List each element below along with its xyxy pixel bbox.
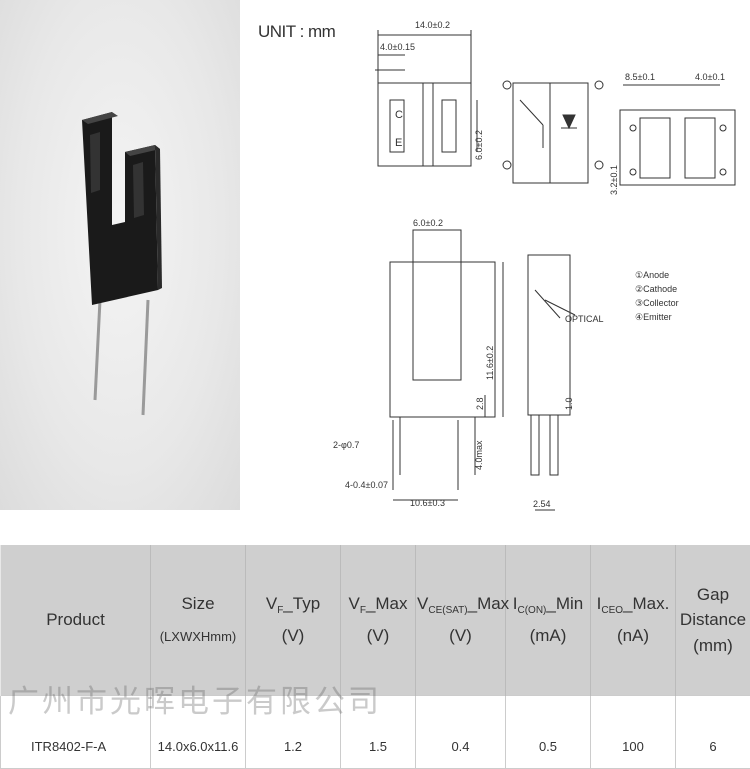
table-row: ITR8402-F-A 14.0x6.0x11.6 1.2 1.5 0.4 0.…	[1, 696, 750, 769]
spec-table: Product Size (LXWXHmm) VF_Typ (V) VF_Max…	[0, 545, 750, 769]
pin-legend-emitter: ④Emitter	[635, 312, 672, 322]
dim-height: 11.6±0.2	[485, 346, 495, 380]
cell-ic-on-min: 0.5	[506, 696, 591, 769]
pin-legend-anode: ①Anode	[635, 270, 669, 280]
cell-size: 14.0x6.0x11.6	[151, 696, 246, 769]
col-gap-distance: Gap Distance (mm)	[676, 545, 750, 696]
dim-pin-pitch-x: 8.5±0.1	[625, 72, 655, 82]
col-vf-typ: VF_Typ (V)	[246, 545, 341, 696]
product-photo	[0, 0, 240, 510]
pin-legend-cathode: ②Cathode	[635, 284, 677, 294]
dim-side-lead: 1.0	[564, 397, 574, 410]
dim-lead-std: 4.0max	[474, 440, 484, 470]
cell-product: ITR8402-F-A	[1, 696, 151, 769]
dim-lead-length: 2.8	[475, 397, 485, 410]
cell-vf-typ: 1.2	[246, 696, 341, 769]
cell-iceo-max: 100	[591, 696, 676, 769]
col-product: Product	[1, 545, 151, 696]
cell-vce-sat-max: 0.4	[416, 696, 506, 769]
pin-legend-collector: ③Collector	[635, 298, 679, 308]
dim-side-height: 3.2±0.1	[609, 165, 619, 195]
optical-label: OPTICAL	[565, 314, 604, 324]
table-header-row: Product Size (LXWXHmm) VF_Typ (V) VF_Max…	[1, 545, 750, 696]
col-ic-on-min: IC(ON)_Min (mA)	[506, 545, 591, 696]
dim-pin-b: 4-0.4±0.07	[345, 480, 388, 490]
dim-gap: 6.0±0.2	[413, 218, 443, 228]
cell-gap-distance: 6	[676, 696, 750, 769]
dimension-drawing: 14.0±0.2 4.0±0.15 C E 6.0±0.2 8.5±0.1 4.…	[245, 0, 750, 540]
dim-pin-a: 2-φ0.7	[333, 440, 359, 450]
col-vce-sat-max: VCE(SAT)_Max (V)	[416, 545, 506, 696]
cell-vf-max: 1.5	[341, 696, 416, 769]
dim-pitch-254: 2.54	[533, 499, 551, 509]
dim-slot-offset: 4.0±0.15	[380, 42, 415, 52]
dim-width: 14.0±0.2	[415, 20, 450, 30]
slot-sensor-image	[0, 0, 240, 510]
dim-depth: 6.0±0.2	[474, 130, 484, 160]
housing-mark-c: C	[395, 109, 403, 121]
col-vf-max: VF_Max (V)	[341, 545, 416, 696]
dim-lead-pitch: 10.6±0.3	[410, 498, 445, 508]
col-size: Size (LXWXHmm)	[151, 545, 246, 696]
col-iceo-max: ICEO_Max. (nA)	[591, 545, 676, 696]
dim-pin-pitch-y: 4.0±0.1	[695, 72, 725, 82]
housing-mark-e: E	[395, 137, 402, 149]
